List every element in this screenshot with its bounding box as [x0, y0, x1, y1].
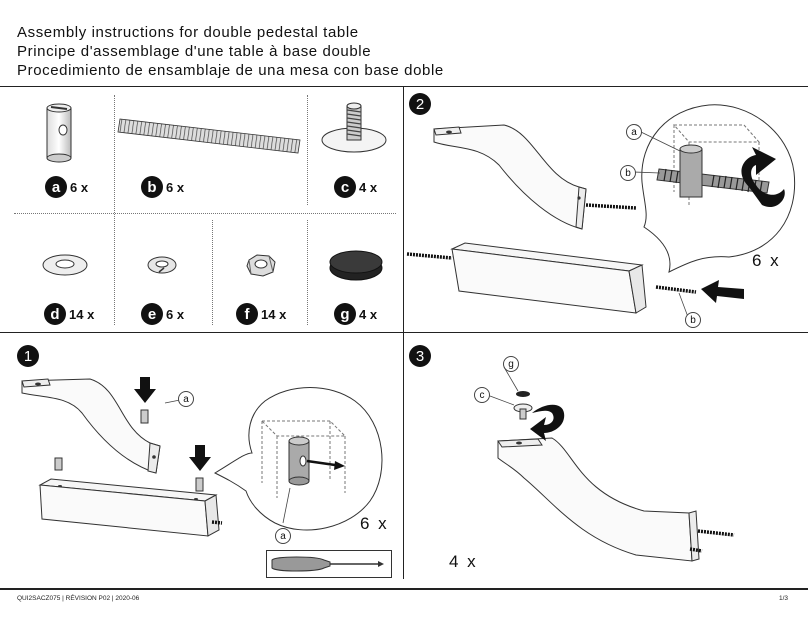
part-g-felt-pad-illustration [329, 250, 383, 281]
step-3-callout-g: g [503, 356, 519, 372]
step-1-illustration [21, 377, 383, 537]
middle-right-rule [404, 332, 808, 333]
header-rule [0, 86, 808, 87]
step-2-multiplier: 6 x [752, 251, 781, 270]
title-spanish: Procedimiento de ensamblaje de una mesa … [17, 62, 444, 79]
part-letter-badge: d [44, 303, 66, 325]
part-a-barrel-nut-illustration [46, 103, 72, 163]
middle-left-rule [0, 332, 403, 333]
part-letter-badge: f [236, 303, 258, 325]
part-c-glide-bolt-illustration [321, 102, 387, 153]
step-3-illustration [489, 366, 735, 562]
step-2-callout-b-detail: b [620, 165, 636, 181]
parts-divider-v1 [114, 95, 115, 325]
step-2-callout-a: a [626, 124, 642, 140]
part-quantity: 4 x [359, 306, 378, 322]
step-2-callout-b-beam: b [685, 312, 701, 328]
footer-rule [0, 588, 808, 590]
parts-divider-v2 [307, 95, 308, 205]
part-quantity: 6 x [166, 179, 185, 195]
step-1-multiplier: 6 x [360, 514, 389, 533]
part-label-b: b 6 x [141, 176, 184, 198]
part-letter-badge: b [141, 176, 163, 198]
parts-divider-horizontal [14, 213, 396, 214]
part-letter-badge: e [141, 303, 163, 325]
part-quantity: 4 x [359, 179, 378, 195]
footer-document-info: QUI2SACZ075 | RÉVISION P02 | 2020-06 [17, 595, 140, 602]
part-letter-badge: g [334, 303, 356, 325]
part-label-c: c 4 x [334, 176, 377, 198]
part-label-d: d 14 x [44, 303, 94, 325]
screwdriver-tool-icon [266, 550, 392, 578]
step-3-badge: 3 [409, 345, 431, 367]
part-quantity: 14 x [69, 306, 95, 322]
center-vertical-rule [403, 87, 404, 579]
part-d-washer-illustration [42, 254, 88, 276]
part-b-threaded-rod-illustration [117, 118, 301, 154]
step-1-callout-a-detail: a [275, 528, 291, 544]
part-f-hex-nut-illustration [246, 254, 276, 277]
part-label-e: e 6 x [141, 303, 184, 325]
part-label-f: f 14 x [236, 303, 286, 325]
step-2-badge: 2 [409, 93, 431, 115]
part-letter-badge: c [334, 176, 356, 198]
part-label-g: g 4 x [334, 303, 377, 325]
title-french: Principe d'assemblage d'une table à base… [17, 43, 372, 60]
step-1-callout-a-top: a [178, 391, 194, 407]
step-2-illustration [406, 104, 796, 318]
parts-divider-v3 [212, 220, 213, 325]
parts-divider-v4 [307, 220, 308, 325]
step-1-badge: 1 [17, 345, 39, 367]
part-quantity: 6 x [166, 306, 185, 322]
step-3-callout-c: c [474, 387, 490, 403]
part-letter-badge: a [45, 176, 67, 198]
part-quantity: 14 x [261, 306, 287, 322]
title-english: Assembly instructions for double pedesta… [17, 24, 359, 41]
part-label-a: a 6 x [45, 176, 88, 198]
footer-page-number: 1/3 [778, 595, 788, 602]
part-quantity: 6 x [70, 179, 89, 195]
part-e-lock-washer-illustration [147, 256, 177, 274]
step-3-multiplier: 4 x [449, 552, 478, 571]
